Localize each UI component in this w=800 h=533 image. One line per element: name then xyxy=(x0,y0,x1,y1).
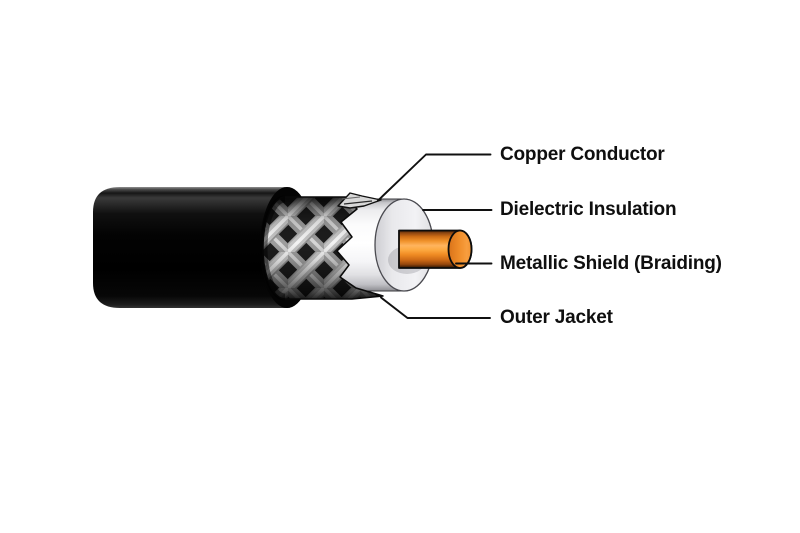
label-dielectric-insulation: Dielectric Insulation xyxy=(500,199,677,220)
label-copper-conductor: Copper Conductor xyxy=(500,144,665,165)
copper-conductor-shape xyxy=(398,229,473,269)
copper-cut-face xyxy=(447,229,473,269)
label-metallic-shield: Metallic Shield (Braiding) xyxy=(500,253,722,274)
leader-line-outer-jacket xyxy=(380,296,491,319)
label-outer-jacket: Outer Jacket xyxy=(500,307,613,328)
leader-line-copper-conductor xyxy=(377,153,492,202)
braid-strand-overhang xyxy=(337,192,382,209)
metallic-shield-braiding-shape xyxy=(260,195,384,301)
